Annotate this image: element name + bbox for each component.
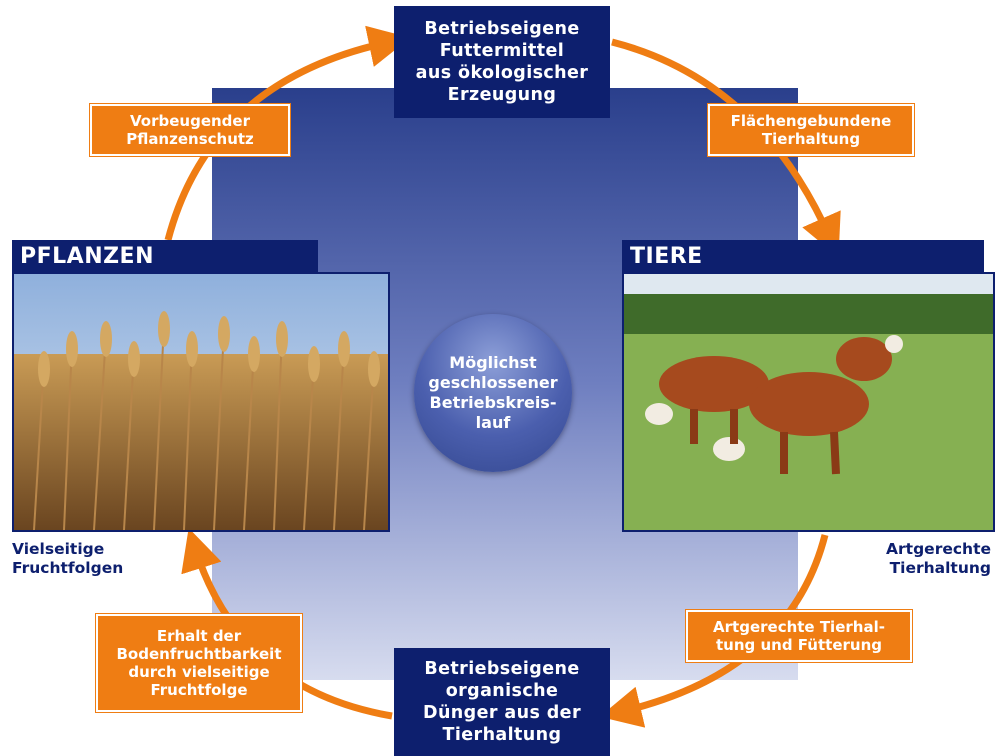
pflanzen-header: PFLANZEN (12, 240, 318, 274)
bottom-box-line: Tierhaltung (442, 725, 562, 745)
tiere-header: TIERE (622, 240, 984, 274)
orange-box-line: Artgerechte Tierhal- (713, 618, 885, 636)
top-box-line: Erzeugung (447, 85, 557, 105)
orange-box-line: durch vielseitige (128, 663, 270, 681)
box-artgerechte-tierhaltung-fuetterung: Artgerechte Tierhal- tung und Fütterung (686, 610, 912, 662)
caption-line: Vielseitige (12, 540, 105, 558)
box-vorbeugender-pflanzenschutz: Vorbeugender Pflanzenschutz (90, 104, 290, 156)
top-box-betriebseigene-futtermittel: Betriebseigene Futtermittel aus ökologis… (394, 6, 610, 118)
caption-artgerechte-tierhaltung: Artgerechte Tierhaltung (886, 540, 991, 578)
center-circle-betriebskreislauf: Möglichst geschlossener Betriebskreis- l… (414, 314, 572, 472)
center-line: lauf (475, 413, 511, 432)
caption-line: Artgerechte (886, 540, 991, 558)
top-box-line: aus ökologischer (415, 63, 589, 83)
bottom-box-line: Betriebseigene (424, 659, 580, 679)
orange-box-line: Flächengebundene (730, 112, 892, 130)
center-line: Betriebskreis- (429, 393, 557, 412)
orange-box-line: Vorbeugender (130, 112, 250, 130)
orange-box-line: Fruchtfolge (150, 681, 248, 699)
box-erhalt-bodenfruchtbarkeit: Erhalt der Bodenfruchtbarkeit durch viel… (96, 614, 302, 712)
orange-box-line: tung und Fütterung (716, 636, 882, 654)
orange-box-line: Erhalt der (156, 627, 242, 645)
orange-box-line: Bodenfruchtbarkeit (116, 645, 282, 663)
caption-vielseitige-fruchtfolgen: Vielseitige Fruchtfolgen (12, 540, 123, 578)
cattle-pasture-photo (622, 272, 995, 532)
orange-box-line: Pflanzenschutz (126, 130, 254, 148)
box-flaechengebundene-tierhaltung: Flächengebundene Tierhaltung (708, 104, 914, 156)
caption-line: Fruchtfolgen (12, 559, 124, 577)
caption-line: Tierhaltung (889, 559, 991, 577)
bottom-box-line: Dünger aus der (423, 703, 581, 723)
bottom-box-organische-duenger: Betriebseigene organische Dünger aus der… (394, 648, 610, 756)
center-line: Möglichst (449, 353, 537, 372)
bottom-box-line: organische (445, 681, 559, 701)
center-line: geschlossener (428, 373, 558, 392)
orange-box-line: Tierhaltung (761, 130, 861, 148)
wheat-field-photo (12, 272, 390, 532)
top-box-line: Futtermittel (439, 41, 565, 61)
top-box-line: Betriebseigene (424, 19, 580, 39)
